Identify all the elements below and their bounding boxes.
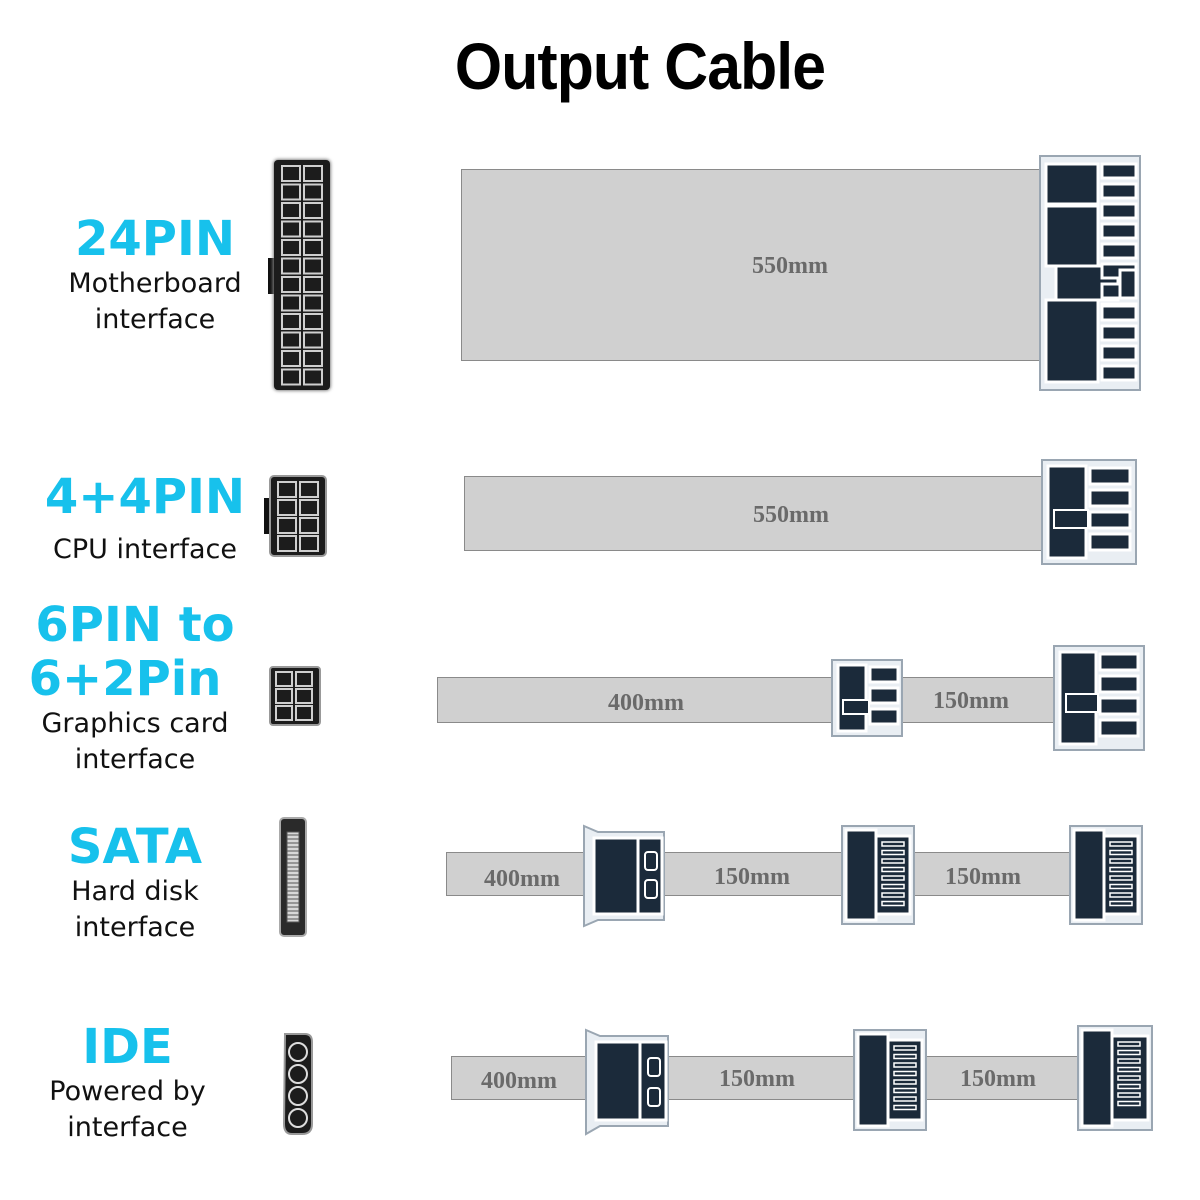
length-6pin-2: 150mm	[933, 688, 1009, 714]
connector-4-4pin-end-icon	[1041, 459, 1137, 565]
connector-6-2pin-end-icon	[1053, 645, 1145, 751]
label-6pin: 6PIN to 6+2Pin Graphics card interface	[20, 598, 250, 778]
label-6pin-title-2: 6+2Pin	[28, 651, 222, 707]
label-24pin-desc-1: Motherboard	[68, 268, 242, 299]
connector-4-4pin-face-icon	[264, 475, 327, 557]
label-24pin-desc-2: interface	[94, 304, 216, 335]
cable-24pin	[461, 169, 1046, 361]
label-ide-title: IDE	[82, 1019, 173, 1075]
ide-plug-3-icon	[1077, 1025, 1153, 1131]
connector-24pin-end-icon	[1039, 155, 1141, 391]
connector-ide-face-icon	[282, 1033, 313, 1135]
label-4-4pin-desc: CPU interface	[53, 534, 237, 565]
length-ide-1: 400mm	[481, 1068, 557, 1094]
label-4-4pin: 4+4PIN CPU interface	[25, 470, 265, 568]
sata-plug-2-icon	[841, 825, 915, 925]
length-6pin-1: 400mm	[608, 690, 684, 716]
length-sata-1: 400mm	[484, 866, 560, 892]
label-6pin-desc-2: interface	[74, 744, 196, 775]
sata-plug-3-icon	[1069, 825, 1143, 925]
cable-ide	[451, 1056, 1091, 1100]
label-4-4pin-title: 4+4PIN	[44, 469, 246, 525]
length-ide-3: 150mm	[960, 1066, 1036, 1092]
label-ide-desc-1: Powered by	[49, 1076, 206, 1107]
length-24pin: 550mm	[752, 253, 828, 279]
ide-plug-1-icon	[585, 1028, 669, 1136]
page-title: Output Cable	[454, 29, 826, 103]
length-sata-2: 150mm	[714, 864, 790, 890]
length-4-4pin: 550mm	[753, 502, 829, 528]
connector-6pin-mid-icon	[831, 659, 903, 737]
cable-4-4pin	[464, 476, 1049, 551]
label-sata-desc-2: interface	[74, 912, 196, 943]
label-24pin-title: 24PIN	[74, 211, 235, 267]
label-sata-desc-1: Hard disk	[71, 876, 199, 907]
length-sata-3: 150mm	[945, 864, 1021, 890]
label-sata-title: SATA	[67, 819, 203, 875]
label-24pin: 24PIN Motherboard interface	[40, 212, 270, 338]
label-6pin-title-1: 6PIN to	[35, 597, 235, 653]
length-ide-2: 150mm	[719, 1066, 795, 1092]
label-ide-desc-2: interface	[67, 1112, 188, 1143]
cable-sata	[446, 852, 1086, 896]
connector-6pin-face-icon	[269, 666, 321, 726]
connector-sata-face-icon	[279, 817, 307, 937]
ide-plug-2-icon	[853, 1029, 927, 1131]
label-6pin-desc-1: Graphics card	[41, 708, 229, 739]
connector-24pin-face-icon	[268, 159, 331, 391]
label-sata: SATA Hard disk interface	[30, 820, 240, 946]
sata-plug-1-icon	[583, 824, 665, 928]
label-ide: IDE Powered by interface	[20, 1020, 235, 1146]
